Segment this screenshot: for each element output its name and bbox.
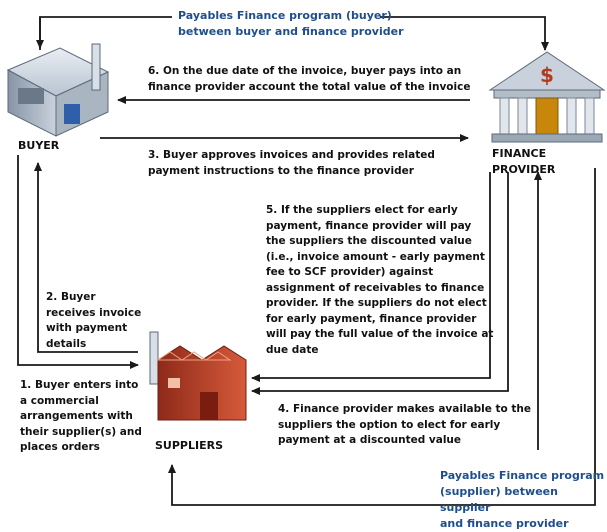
arrow-step4 bbox=[251, 172, 509, 395]
step5-text: 5. If the suppliers elect for early paym… bbox=[266, 204, 494, 356]
bank-dollar-symbol: $ bbox=[540, 63, 554, 87]
arrows bbox=[17, 16, 596, 506]
arrow-buyer-program-right bbox=[380, 16, 549, 51]
step6-text: 6. On the due date of the invoice, buyer… bbox=[148, 65, 471, 93]
buyer-factory-icon bbox=[6, 43, 110, 137]
finance-provider-label: FINANCE PROVIDER bbox=[492, 147, 556, 176]
buyer-program-label: Payables Finance program (buyer) between… bbox=[178, 9, 404, 38]
step2-text: 2. Buyer receives invoice with payment d… bbox=[46, 291, 142, 350]
arrow-step2 bbox=[34, 162, 138, 353]
arrow-step1 bbox=[17, 155, 139, 369]
supplier-program-label: Payables Finance program (supplier) betw… bbox=[440, 469, 605, 530]
step4-text: 4. Finance provider makes available to t… bbox=[278, 403, 532, 446]
suppliers-factory-icon bbox=[149, 331, 247, 421]
step1-text: 1. Buyer enters into a commercial arrang… bbox=[20, 379, 142, 453]
arrow-supplier-program-bottom bbox=[168, 168, 596, 506]
diagram-canvas: $ bbox=[6, 16, 606, 506]
finance-provider-bank-icon: $ bbox=[488, 51, 606, 143]
arrow-buyer-program bbox=[39, 16, 172, 50]
step3-text: 3. Buyer approves invoices and provides … bbox=[148, 149, 435, 177]
suppliers-label: SUPPLIERS bbox=[155, 439, 223, 452]
buyer-label: BUYER bbox=[18, 139, 60, 152]
arrow-step5 bbox=[251, 172, 491, 382]
